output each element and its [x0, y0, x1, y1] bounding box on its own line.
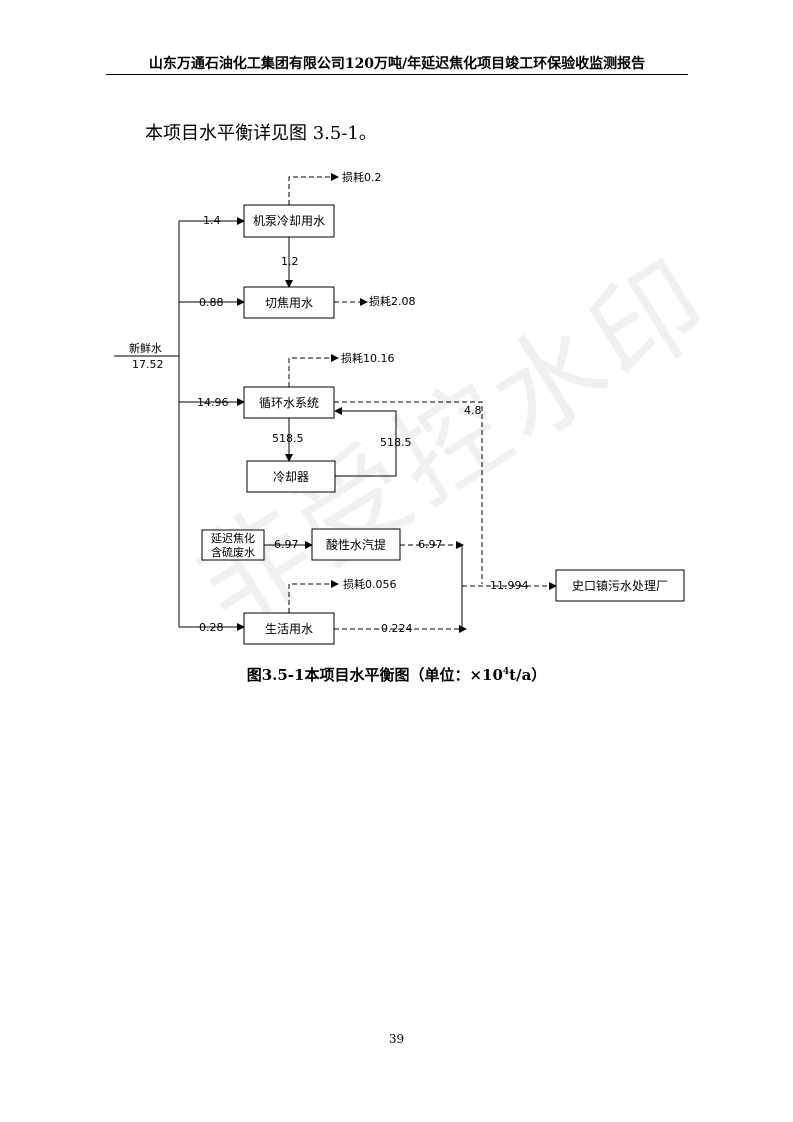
figure-caption: 图3.5-1本项目水平衡图（单位：×104t/a）	[0, 664, 793, 685]
flow-to-domestic-value: 0.28	[199, 621, 224, 634]
flow-to-pump-value: 1.4	[203, 214, 221, 227]
page-number: 39	[388, 1032, 405, 1046]
cooler-box	[246, 460, 336, 493]
caption-main: 图3.5-1本项目水平衡图（单位：×10	[246, 666, 503, 684]
domestic-loss-line	[288, 580, 339, 613]
caption-unit-tail: t/a）	[509, 666, 547, 684]
treatment-plant-box	[555, 569, 685, 602]
coke-loss-value: 损耗2.08	[369, 294, 416, 308]
treatment-plant-label: 史口镇污水处理厂	[572, 579, 668, 593]
circulating-water-box	[243, 386, 335, 419]
sour-out-value: 6.97	[418, 538, 443, 551]
flow-to-circ-value: 14.96	[197, 396, 229, 409]
domestic-out-value: 0.224	[381, 622, 413, 635]
header-rule	[106, 74, 688, 75]
domestic-water-label: 生活用水	[265, 622, 313, 636]
domestic-loss-value: 损耗0.056	[343, 577, 397, 591]
circ-loss-value: 损耗10.16	[341, 351, 395, 365]
caption-superscript: 4	[502, 667, 510, 677]
coke-cutting-box	[243, 286, 335, 319]
cooler-return-line	[334, 407, 397, 477]
pump-loss-value: 损耗0.2	[342, 170, 382, 184]
sour-waste-source-line1: 延迟焦化	[211, 531, 255, 545]
water-balance-diagram: 新鲜水 17.52 1.4 0.88 14.96 0.28 机泵冷却用水 损耗0…	[114, 170, 685, 645]
circ-loss-line	[288, 354, 339, 387]
circ-discharge-value: 4.8	[464, 404, 482, 417]
intro-text: 本项目水平衡详见图 3.5-1。	[145, 123, 377, 144]
fresh-water-label: 新鲜水	[129, 341, 162, 355]
pump-to-coke-value: 1.2	[281, 255, 299, 268]
circulating-water-label: 循环水系统	[259, 396, 319, 410]
sour-in-value: 6.97	[274, 538, 299, 551]
sour-stripping-label: 酸性水汽提	[326, 537, 386, 552]
pump-loss-line	[288, 173, 339, 205]
cooler-label: 冷却器	[273, 470, 309, 484]
fresh-water-value: 17.52	[132, 358, 164, 371]
domestic-water-box	[243, 612, 335, 645]
to-plant-value: 11.994	[490, 579, 529, 592]
sour-waste-source-line2: 含硫废水	[211, 545, 255, 559]
circ-discharge-line	[334, 401, 483, 584]
pump-cooling-label: 机泵冷却用水	[253, 214, 325, 228]
flow-to-coke-value: 0.88	[199, 296, 224, 309]
cooler-return-value: 518.5	[380, 436, 412, 449]
circ-to-cooler-value: 518.5	[272, 432, 304, 445]
sour-stripping-box	[311, 528, 401, 561]
page-header: 山东万通石油化工集团有限公司120万吨/年延迟焦化项目竣工环保验收监测报告	[148, 56, 646, 72]
coke-cutting-label: 切焦用水	[265, 296, 313, 310]
